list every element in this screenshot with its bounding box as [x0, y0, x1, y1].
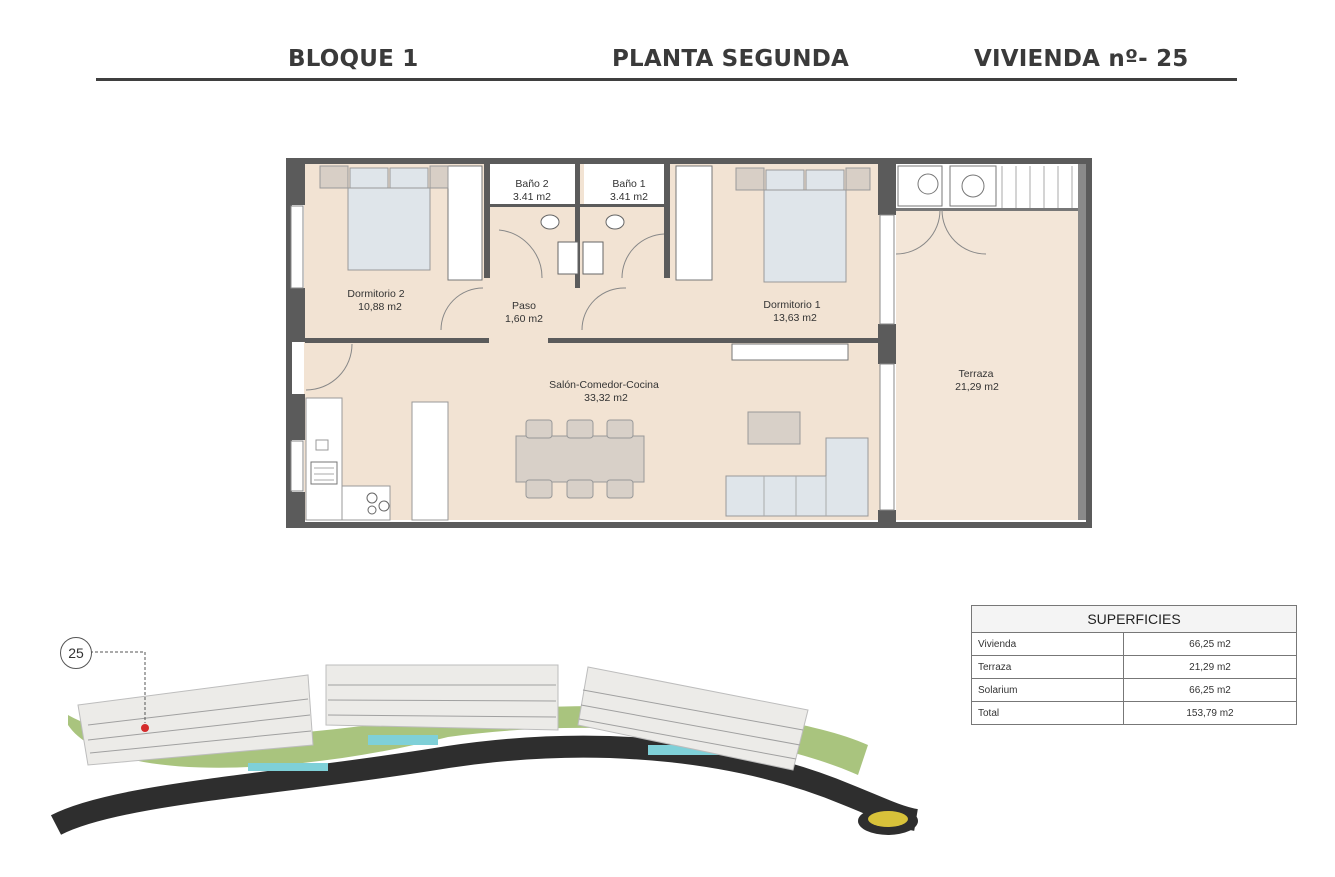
kitchen-counter: [305, 397, 343, 521]
table-row: Total 153,79 m2: [971, 701, 1297, 725]
terrace-floor: [896, 208, 1078, 520]
surface-label: Solarium: [971, 678, 1124, 702]
surface-value: 66,25 m2: [1123, 678, 1297, 702]
pool-center: [368, 735, 438, 745]
room-name-bano-1: Baño 1: [612, 178, 645, 190]
unit-marker: 25: [60, 637, 92, 669]
closet-left: [447, 165, 483, 281]
road: [50, 735, 919, 835]
tv-unit: [731, 343, 849, 361]
room-name-bano-2: Baño 2: [515, 178, 548, 190]
unit-location-dot: [141, 724, 149, 732]
closet-right: [675, 165, 713, 281]
table-row: Terraza 21,29 m2: [971, 655, 1297, 679]
room-area-bano-2: 3.41 m2: [513, 191, 551, 203]
room-area-paso: 1,60 m2: [505, 313, 543, 325]
surface-label: Vivienda: [971, 632, 1124, 656]
room-name-terraza: Terraza: [958, 368, 993, 380]
exterior-wall: [286, 158, 1092, 528]
room-area-bano-1: 3.41 m2: [610, 191, 648, 203]
building-right: [577, 666, 809, 771]
surfaces-table: SUPERFICIES Vivienda 66,25 m2 Terraza 21…: [971, 605, 1297, 725]
surface-value: 66,25 m2: [1123, 632, 1297, 656]
surface-label: Total: [971, 701, 1124, 725]
complex-aerial-view: [50, 651, 919, 835]
toilet-bano-2: [540, 214, 560, 230]
marker-leader: [90, 651, 146, 723]
block-title: BLOQUE 1: [288, 46, 419, 72]
table-row: Solarium 66,25 m2: [971, 678, 1297, 702]
surface-value: 153,79 m2: [1123, 701, 1297, 725]
room-name-salon: Salón-Comedor-Cocina: [549, 379, 659, 391]
building-center: [325, 664, 559, 731]
surface-label: Terraza: [971, 655, 1124, 679]
dining-table: [515, 435, 645, 483]
surfaces-title: SUPERFICIES: [971, 605, 1297, 633]
coffee-table: [747, 411, 801, 445]
room-area-terraza: 21,29 m2: [955, 381, 999, 393]
pool-left: [248, 763, 328, 771]
bed-dormitorio-2: [347, 187, 431, 271]
table-row: Vivienda 66,25 m2: [971, 632, 1297, 656]
room-name-dormitorio-1: Dormitorio 1: [763, 299, 820, 311]
room-area-dormitorio-2: 10,88 m2: [358, 301, 402, 313]
roundabout: [868, 811, 908, 827]
header-divider: [96, 78, 1237, 81]
floor-plan: Baño 2 3.41 m2 Baño 1 3.41 m2 Dormitorio…: [286, 158, 1092, 528]
pool-right: [648, 745, 728, 755]
surface-value: 21,29 m2: [1123, 655, 1297, 679]
unit-title: VIVIENDA nº- 25: [974, 46, 1189, 72]
kitchen-island: [411, 401, 449, 521]
room-area-dormitorio-1: 13,63 m2: [773, 312, 817, 324]
room-name-dormitorio-2: Dormitorio 2: [347, 288, 404, 300]
stairs: [1001, 166, 1073, 208]
room-area-salon: 33,32 m2: [584, 392, 628, 404]
floor-title: PLANTA SEGUNDA: [612, 46, 850, 72]
building-left: [77, 674, 314, 766]
room-name-paso: Paso: [512, 300, 536, 312]
toilet-bano-1: [605, 214, 625, 230]
bed-dormitorio-1: [763, 189, 847, 283]
